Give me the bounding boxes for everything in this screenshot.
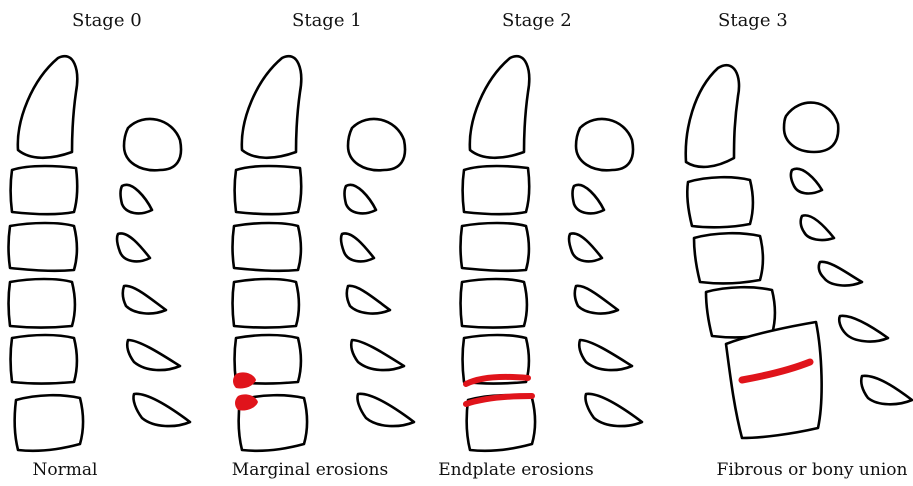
stage-1: Stage 1 Marginal erosions: [228, 0, 456, 486]
stage-caption: Endplate erosions: [438, 460, 593, 480]
stage-title: Stage 0: [72, 10, 142, 31]
stage-title: Stage 2: [502, 10, 572, 31]
stage-2: Stage 2 Endplate erosions: [456, 0, 684, 486]
stage-caption: Fibrous or bony union: [717, 460, 908, 480]
stage-caption: Marginal erosions: [232, 460, 388, 480]
stage-title: Stage 3: [718, 10, 788, 31]
stage-title: Stage 1: [292, 10, 362, 31]
stage-0: Stage 0 Normal: [0, 0, 228, 486]
stage-caption: Normal: [33, 460, 98, 480]
stage-3: Stage 3 Fibrous or bony union: [684, 0, 912, 486]
